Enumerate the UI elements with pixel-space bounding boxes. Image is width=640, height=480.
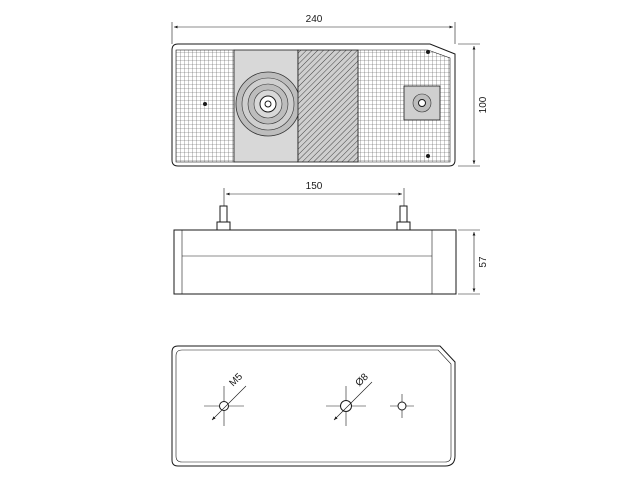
side-height-dimension-label: 57 <box>478 256 489 268</box>
lamp-body-outline <box>171 43 456 167</box>
bottom-view: M5 Ø8 <box>171 345 456 467</box>
screw-left <box>203 102 207 106</box>
thread-label: M5 <box>227 371 245 389</box>
top-view: 240 100 <box>171 14 489 167</box>
screw-bottom-right <box>426 154 430 158</box>
hole-diameter-label: Ø8 <box>354 371 372 389</box>
stud-spacing-dimension-label: 150 <box>306 181 323 192</box>
base-inner-outline <box>175 349 452 463</box>
width-dimension-label: 240 <box>306 14 323 25</box>
stud-right <box>396 205 411 231</box>
reflector-rings <box>235 71 301 137</box>
mounting-hole-m5: M5 <box>204 371 247 426</box>
base-outline <box>171 345 456 467</box>
height-dimension-label: 100 <box>478 96 489 113</box>
side-view: 150 57 <box>173 181 489 295</box>
mounting-hole-right <box>390 394 414 418</box>
side-body-outline <box>173 229 457 295</box>
hatched-lens <box>297 49 359 163</box>
small-light-center <box>418 99 426 107</box>
screw-top-right <box>426 50 430 54</box>
cable-hole-8mm: Ø8 <box>326 371 373 426</box>
stud-left <box>216 205 231 231</box>
